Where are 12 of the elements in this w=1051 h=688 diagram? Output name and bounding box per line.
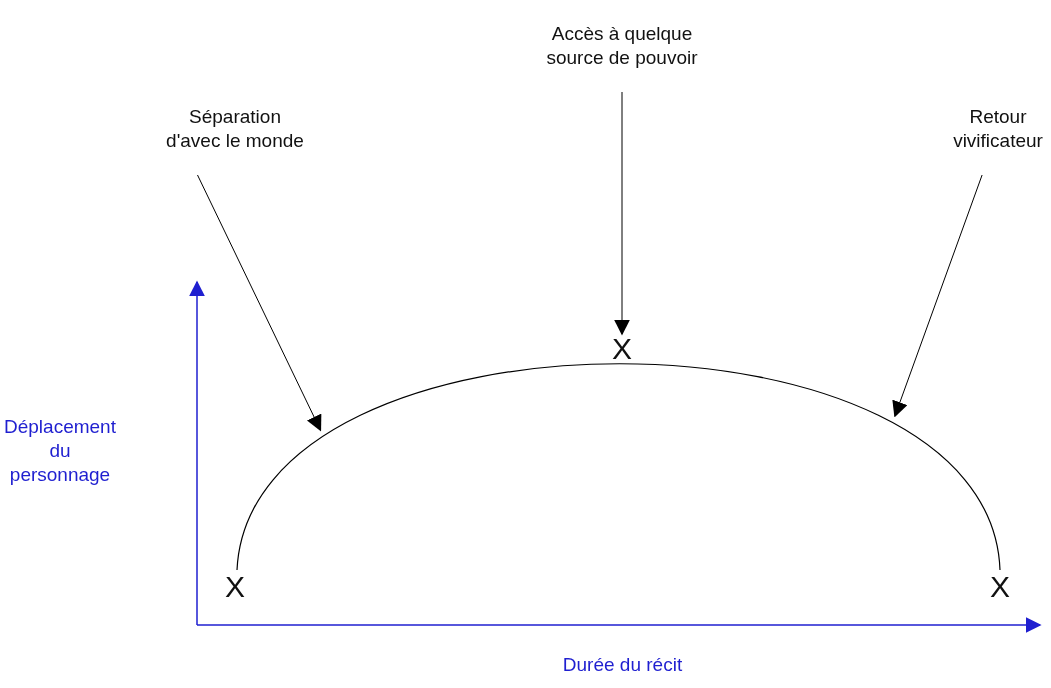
journey-curve <box>236 363 1001 571</box>
leader-arrow <box>197 174 322 432</box>
callout-text: Accès à quelque source de pouvoir <box>537 22 707 70</box>
callout-text: Séparation d'avec le monde <box>160 105 310 153</box>
leader-arrow <box>614 91 630 336</box>
cross-mark: X <box>612 336 632 362</box>
cross-mark: X <box>225 574 245 600</box>
callout-text: Retour vivificateur <box>945 105 1051 153</box>
cross-mark: X <box>990 574 1010 600</box>
leader-arrow <box>892 174 983 418</box>
axis-label: Déplacement du personnage <box>3 415 117 487</box>
axis-label: Durée du récit <box>561 653 684 677</box>
